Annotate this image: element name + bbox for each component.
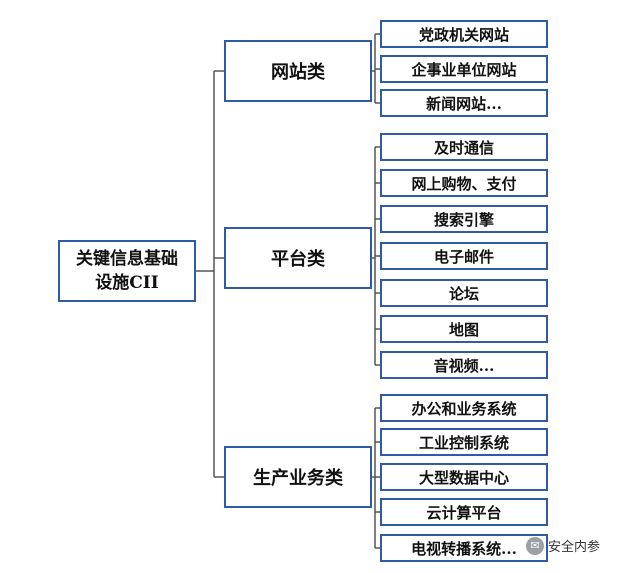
leaf-label: 办公和业务系统 (411, 399, 517, 418)
leaf-label: 及时通信 (433, 138, 494, 157)
leaf-label: 地图 (448, 320, 479, 339)
leaf-node: 搜索引擎 (380, 205, 548, 233)
leaf-node: 电视转播系统... (380, 534, 548, 562)
leaf-label: 党政机关网站 (418, 25, 509, 44)
leaf-label: 论坛 (448, 284, 479, 303)
leaf-node: 及时通信 (380, 133, 548, 161)
leaf-label: 音视频... (433, 356, 495, 375)
leaf-label: 电视转播系统... (411, 539, 517, 558)
root-label-line2: 设施CII (95, 273, 159, 293)
leaf-node: 大型数据中心 (380, 463, 548, 491)
leaf-node: 办公和业务系统 (380, 394, 548, 422)
category-platforms: 平台类 (224, 227, 372, 289)
leaf-node: 党政机关网站 (380, 20, 548, 48)
leaf-label: 企事业单位网站 (411, 60, 517, 79)
watermark-text: 安全内参 (548, 540, 601, 555)
leaf-label: 搜索引擎 (433, 210, 494, 229)
category-production: 生产业务类 (224, 446, 372, 508)
leaf-node: 新闻网站... (380, 89, 548, 117)
leaf-node: 电子邮件 (380, 242, 548, 270)
watermark: ✉ 安全内参 (526, 536, 600, 555)
category-label: 网站类 (271, 62, 325, 83)
leaf-node: 企事业单位网站 (380, 55, 548, 83)
leaf-node: 论坛 (380, 279, 548, 307)
leaf-node: 地图 (380, 315, 548, 343)
leaf-node: 网上购物、支付 (380, 169, 548, 197)
root-node: 关键信息基础 设施CII (58, 240, 196, 302)
leaf-label: 大型数据中心 (418, 468, 509, 487)
leaf-node: 音视频... (380, 351, 548, 379)
leaf-label: 网上购物、支付 (411, 174, 517, 193)
leaf-label: 工业控制系统 (418, 433, 509, 452)
leaf-node: 云计算平台 (380, 498, 548, 526)
wechat-icon: ✉ (526, 536, 544, 555)
category-label: 平台类 (271, 249, 325, 270)
leaf-label: 云计算平台 (426, 503, 502, 522)
root-label-line1: 关键信息基础 (76, 249, 178, 269)
leaf-node: 工业控制系统 (380, 428, 548, 456)
category-websites: 网站类 (224, 40, 372, 102)
category-label: 生产业务类 (253, 468, 343, 489)
leaf-label: 新闻网站... (426, 94, 502, 113)
leaf-label: 电子邮件 (433, 247, 494, 266)
